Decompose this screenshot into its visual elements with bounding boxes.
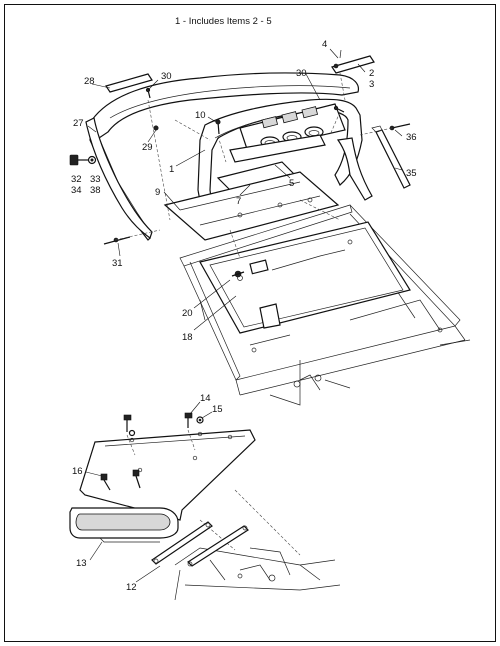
- callout-16: 16: [72, 466, 83, 477]
- callout-30b: 30: [296, 68, 307, 79]
- callout-38: 38: [90, 185, 101, 196]
- storage-tray-13: [69, 507, 179, 543]
- bolt-14: [184, 412, 193, 428]
- seat-platform: [79, 429, 256, 521]
- callout-9: 9: [155, 187, 160, 198]
- callout-4: 4: [322, 39, 327, 50]
- callout-35: 35: [406, 168, 417, 179]
- callout-7: 7: [236, 196, 241, 207]
- screw-31: [103, 236, 131, 245]
- callout-12: 12: [126, 582, 137, 593]
- floor-panel-18: [199, 221, 411, 334]
- leader-lines-lower: [85, 401, 213, 583]
- page-border: [4, 4, 496, 642]
- screw-36: [389, 123, 411, 131]
- chassis-frame-lower: [174, 489, 341, 601]
- switch-20: [231, 270, 245, 278]
- callout-33: 33: [90, 174, 101, 185]
- header-note: 1 - Includes Items 2 - 5: [175, 16, 272, 27]
- support-rod-35: [371, 125, 411, 189]
- callout-13: 13: [76, 558, 87, 569]
- callout-36: 36: [406, 132, 417, 143]
- bolt-left: [123, 414, 136, 437]
- callout-28: 28: [84, 76, 95, 87]
- upper-assembly: [69, 48, 471, 406]
- callout-14: 14: [200, 393, 211, 404]
- callout-3: 3: [369, 79, 374, 90]
- callout-32: 32: [71, 174, 82, 185]
- dash-panel: [85, 72, 373, 241]
- callout-10: 10: [195, 110, 206, 121]
- bracket-2: [331, 49, 375, 74]
- callout-34: 34: [71, 185, 82, 196]
- screw-30b: [333, 105, 345, 113]
- trim-strip-28: [105, 73, 153, 93]
- callout-20: 20: [182, 308, 193, 319]
- support-bars-12: [151, 521, 249, 567]
- callout-1: 1: [169, 164, 174, 175]
- leader-lines-upper: [87, 48, 403, 331]
- callout-15: 15: [212, 404, 223, 415]
- callout-27: 27: [73, 118, 84, 129]
- assembly-lines-upper: [114, 72, 393, 259]
- callout-29: 29: [142, 142, 153, 153]
- callout-30a: 30: [161, 71, 172, 82]
- washer-15: [196, 416, 204, 424]
- underpanel-9: [163, 171, 340, 241]
- callout-31: 31: [112, 258, 123, 269]
- callout-labels: 1 2 3 4 5 7 9 10 12 13 14 15 16 18 20 27…: [71, 39, 417, 593]
- callout-5: 5: [289, 178, 294, 189]
- clip-29: [153, 125, 159, 131]
- bolt-16b: [132, 469, 141, 489]
- callout-18: 18: [182, 332, 193, 343]
- lower-assembly: [69, 401, 341, 601]
- bolt-16a: [100, 473, 111, 491]
- callout-2: 2: [369, 68, 374, 79]
- chassis-frame-upper: [179, 204, 471, 406]
- bolt-32: [69, 154, 97, 166]
